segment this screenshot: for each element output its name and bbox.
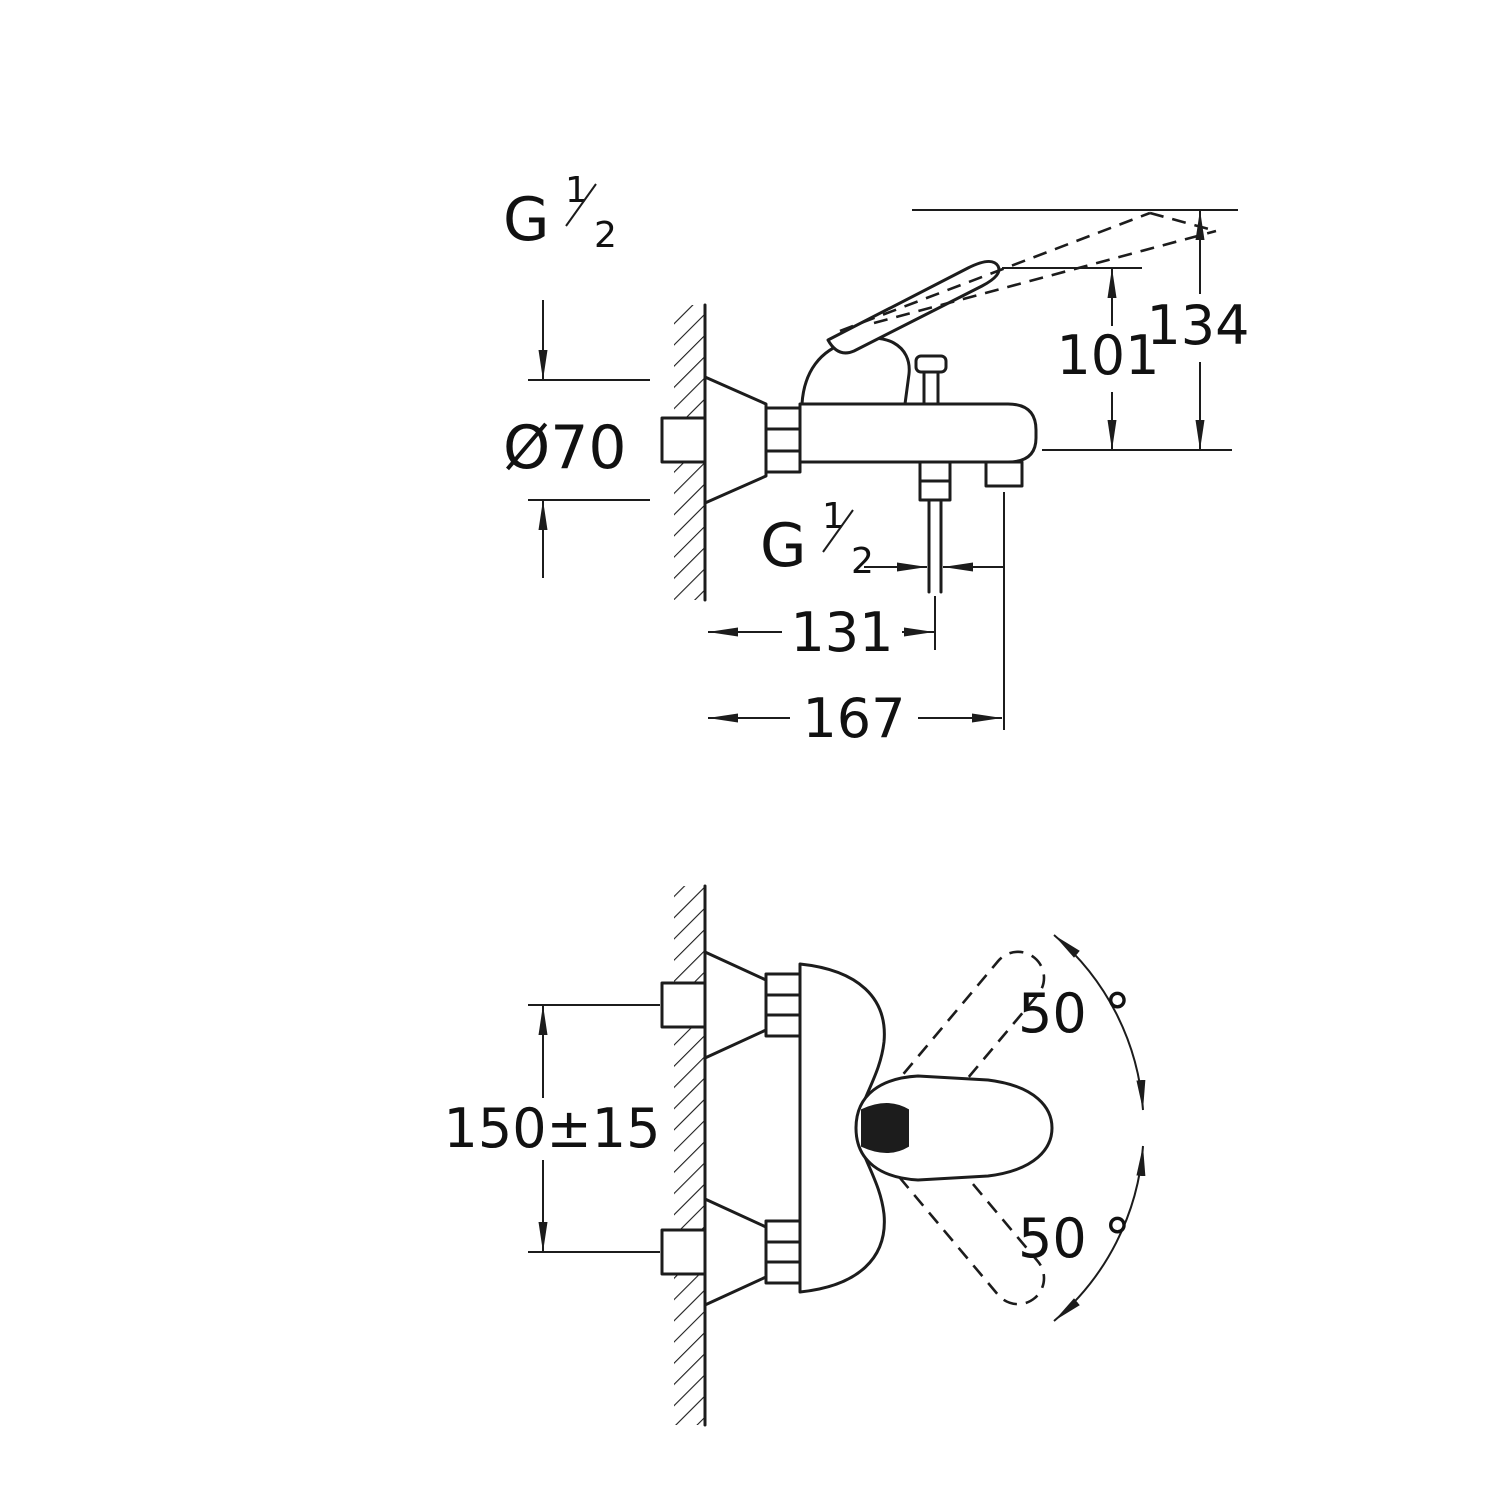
lower-supply-fitting — [660, 1197, 802, 1307]
swing-up-value: 50 ° — [1018, 982, 1131, 1045]
thread-denominator: 2 — [594, 215, 617, 256]
lever-handle — [826, 260, 1001, 355]
supply-pipe-nut — [660, 416, 707, 464]
diameter-value: Ø70 — [503, 413, 627, 483]
dimension-depth: 167 — [708, 492, 1005, 750]
hose-thread-denominator: 2 — [851, 541, 874, 582]
mixer-body — [798, 402, 1038, 464]
hose-thread-letter: G — [760, 511, 807, 581]
supply-thread-label: G 1 2 — [503, 170, 617, 256]
hose-thread-numerator: 1 — [822, 496, 845, 537]
dimension-max-height: 134 — [1042, 210, 1250, 451]
swing-down-value: 50 ° — [1018, 1207, 1131, 1270]
upper-supply-fitting — [660, 950, 802, 1060]
hose-thread-label: G 1 2 — [760, 496, 1004, 582]
dimension-handle-height: 101 — [1002, 267, 1160, 450]
thread-numerator: 1 — [565, 170, 588, 211]
thread-letter: G — [503, 185, 550, 255]
handle-height-value: 101 — [1056, 324, 1159, 387]
max-height-value: 134 — [1146, 294, 1249, 357]
dimension-wall-to-hose: 131 — [708, 596, 936, 664]
lever-mouth-detail — [861, 1103, 909, 1153]
lever-handle-plan — [854, 1074, 1054, 1182]
wall-section-plan — [674, 884, 707, 1427]
spout-aerator — [984, 460, 1024, 488]
wall-to-hose-value: 131 — [790, 601, 893, 664]
dimension-escutcheon-diameter: Ø70 — [503, 300, 650, 578]
plan-view: 50 ° 50 ° 150±15 — [443, 884, 1146, 1427]
swing-angle-dimensions: 50 ° 50 ° — [1018, 934, 1146, 1322]
dimension-center-distance: 150±15 — [443, 1004, 661, 1253]
lever-handle-raised-dashed — [839, 211, 1217, 333]
side-view: G 1 2 Ø70 101 134 G — [503, 170, 1250, 750]
diverter-knob — [914, 354, 948, 406]
escutcheon-cone — [703, 375, 768, 505]
hose-connection — [918, 460, 952, 594]
center-distance-value: 150±15 — [443, 1097, 660, 1160]
union-nut — [764, 406, 802, 474]
depth-value: 167 — [802, 687, 905, 750]
